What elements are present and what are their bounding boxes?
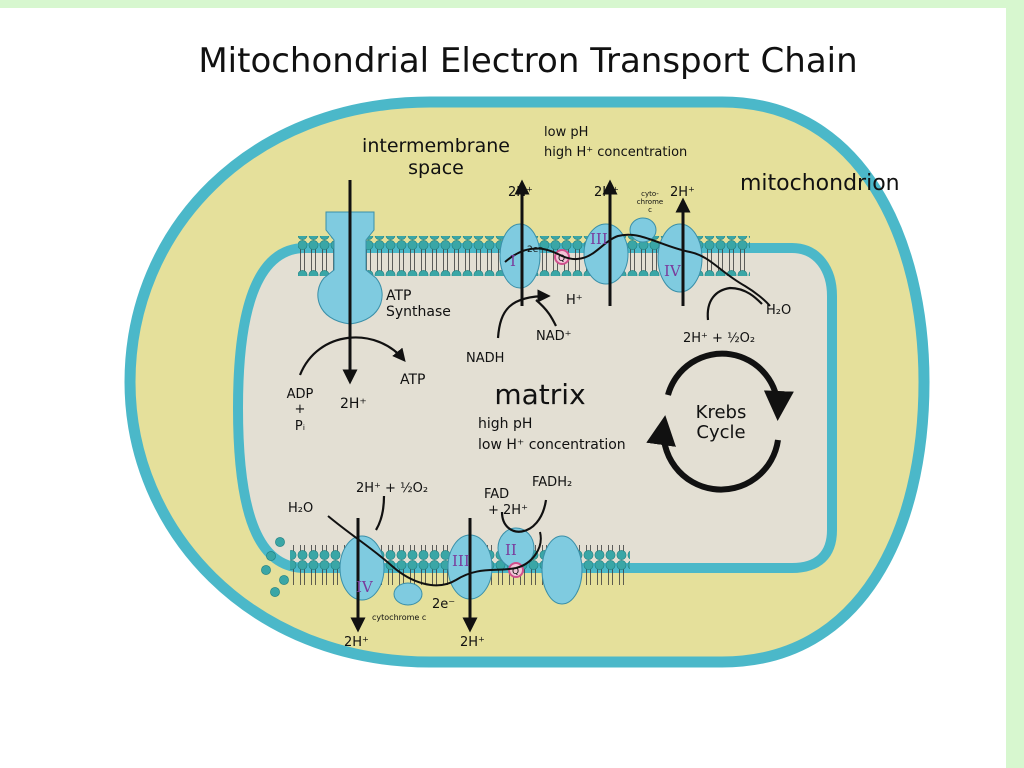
label-matrix: matrix	[494, 378, 585, 411]
etc-diagram: Mitochondrial Electron Transport Chain	[0, 8, 1006, 768]
label-h2o-bottom: H₂O	[288, 501, 313, 516]
label-space: space	[408, 157, 464, 179]
label-high-ph: high pH	[478, 416, 532, 432]
label-2e-bottom: 2e⁻	[432, 597, 455, 612]
label-2h-bottom-1: 2H⁺	[344, 635, 369, 650]
label-adp: ADP	[287, 387, 314, 402]
label-nad: NAD⁺	[536, 329, 572, 344]
diagram-title: Mitochondrial Electron Transport Chain	[198, 41, 857, 81]
label-high-h: high H⁺ concentration	[544, 145, 687, 160]
label-cytochrome-top-2: chrome	[637, 198, 663, 206]
label-cytochrome-top-1: cyto-	[641, 190, 659, 198]
label-half-o2-bottom: 2H⁺ + ½O₂	[356, 481, 428, 496]
label-low-h: low H⁺ concentration	[478, 437, 626, 453]
label-h-plus: H⁺	[566, 293, 583, 308]
label-plus: +	[295, 402, 306, 417]
label-fad-2h: + 2H⁺	[488, 503, 528, 518]
label-2e-top: 2e⁻	[527, 245, 543, 255]
label-krebs: Krebs	[696, 402, 747, 423]
label-mitochondrion: mitochondrion	[740, 171, 900, 196]
label-atp: ATP	[400, 372, 425, 388]
label-cycle: Cycle	[696, 422, 745, 443]
complex-III-top-label: III	[590, 230, 608, 248]
label-atp-synthase-2: Synthase	[386, 304, 451, 320]
label-atp-synthase-1: ATP	[386, 288, 411, 304]
label-intermembrane: intermembrane	[362, 135, 510, 157]
complex-IV-bottom-label: IV	[356, 578, 374, 596]
label-fad: FAD	[484, 487, 509, 502]
complex-II-label: II	[505, 541, 517, 559]
label-low-ph: low pH	[544, 125, 588, 140]
complex-IV-top	[658, 224, 702, 292]
label-pi: Pᵢ	[295, 419, 305, 434]
label-2h-top-1: 2H⁺	[508, 185, 533, 200]
label-nadh: NADH	[466, 351, 504, 366]
label-half-o2-top: 2H⁺ + ½O₂	[683, 331, 755, 346]
label-2h-atp: 2H⁺	[340, 396, 367, 412]
complex-I	[500, 224, 540, 288]
label-cytochrome-c: cytochrome c	[372, 613, 426, 622]
label-fadh2: FADH₂	[532, 475, 572, 490]
ubiquinone-top-label: Q	[558, 254, 565, 264]
complex-III-bottom-label: III	[452, 552, 470, 570]
cytochrome-c-top	[630, 218, 656, 242]
complex-I-label: I	[510, 252, 516, 270]
ubiquinone-bottom-label: Q	[512, 567, 519, 577]
label-h2o-top: H₂O	[766, 303, 791, 318]
label-2h-top-2: 2H⁺	[594, 185, 619, 200]
label-2h-top-3: 2H⁺	[670, 185, 695, 200]
atp-synthase-bottom-protein	[542, 536, 582, 604]
label-2h-bottom-2: 2H⁺	[460, 635, 485, 650]
label-cytochrome-top-3: c	[648, 206, 652, 214]
figure-frame: Mitochondrial Electron Transport Chain	[0, 8, 1006, 768]
cytochrome-c-bottom	[394, 583, 422, 605]
complex-IV-top-label: IV	[664, 262, 682, 280]
